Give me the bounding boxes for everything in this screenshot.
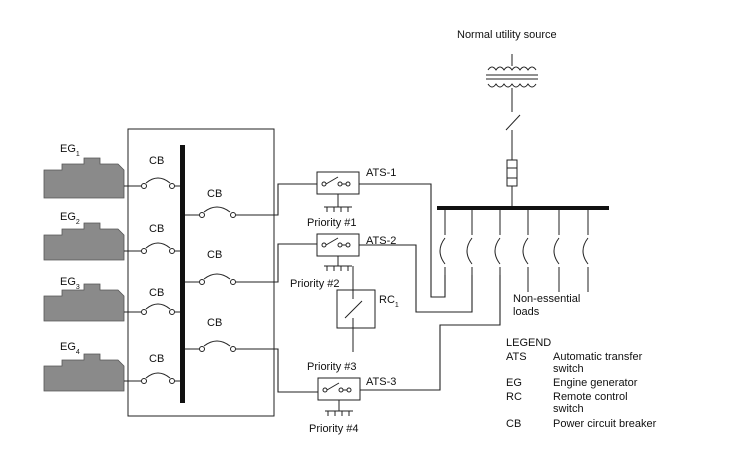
generator-eg2	[43, 222, 125, 261]
cb-label-gen3: CB	[149, 287, 164, 299]
ats1-label: ATS-1	[366, 167, 396, 179]
legend-abbr-cb: CB	[506, 418, 521, 430]
feeder-wire-ats2	[274, 243, 317, 283]
paralleling-switchgear-enclosure	[127, 128, 275, 417]
cb-label-gen1: CB	[149, 155, 164, 167]
ats3-label: ATS-3	[366, 376, 396, 388]
feeder-breakers	[185, 206, 274, 352]
priority1-label: Priority #1	[307, 217, 357, 229]
priority2-label: Priority #2	[290, 278, 340, 290]
eg3-label: EG3	[60, 276, 80, 291]
fuse	[506, 159, 518, 208]
load-breakers	[439, 210, 589, 292]
cb-label-feeder1: CB	[207, 188, 222, 200]
ats3-switch	[317, 377, 361, 416]
generator-eg4	[43, 353, 125, 392]
cb-label-feeder2: CB	[207, 249, 222, 261]
priority4-label: Priority #4	[309, 423, 359, 435]
ats1-switch	[316, 171, 360, 212]
priority3-label: Priority #3	[307, 361, 357, 373]
eg4-label: EG4	[60, 341, 80, 356]
legend-desc-eg: Engine generator	[553, 377, 638, 389]
utility-source-label: Normal utility source	[457, 29, 557, 41]
transformer	[486, 54, 538, 112]
rc1-switch	[336, 289, 376, 329]
normal-feed-ats3	[360, 275, 501, 391]
generator-bus-bar	[180, 145, 185, 403]
generator-eg3	[43, 283, 125, 322]
legend-desc-rc-line2: switch	[553, 403, 584, 415]
feeder-wire-ats1	[274, 183, 317, 216]
feeder-wire-ats3	[274, 348, 318, 393]
eg2-label: EG2	[60, 211, 80, 226]
utility-disconnect-switch	[505, 114, 521, 160]
legend-desc-ats-line2: switch	[553, 363, 584, 375]
rc1-label: RC1	[379, 294, 399, 309]
normal-feed-ats2	[359, 244, 473, 313]
generator-breakers	[124, 177, 180, 384]
ats2-label: ATS-2	[366, 235, 396, 247]
main-bus-bar	[437, 206, 609, 210]
ats2-switch	[316, 233, 360, 271]
nonessential-label-line2: loads	[513, 306, 540, 318]
cb-label-gen2: CB	[149, 223, 164, 235]
generator-eg1	[43, 157, 125, 199]
legend-abbr-rc: RC	[506, 391, 522, 403]
legend-desc-cb: Power circuit breaker	[553, 418, 657, 430]
legend-abbr-ats: ATS	[506, 351, 527, 363]
legend: LEGEND ATS Automatic transfer switch EG …	[506, 337, 657, 430]
legend-abbr-eg: EG	[506, 377, 522, 389]
cb-label-gen4: CB	[149, 353, 164, 365]
cb-label-feeder3: CB	[207, 317, 222, 329]
legend-desc-rc-line1: Remote control	[553, 391, 628, 403]
normal-feed-ats1	[359, 183, 446, 298]
legend-title: LEGEND	[506, 337, 551, 349]
eg1-label: EG1	[60, 143, 80, 158]
legend-desc-ats-line1: Automatic transfer	[553, 351, 643, 363]
nonessential-label-line1: Non-essential	[513, 293, 580, 305]
